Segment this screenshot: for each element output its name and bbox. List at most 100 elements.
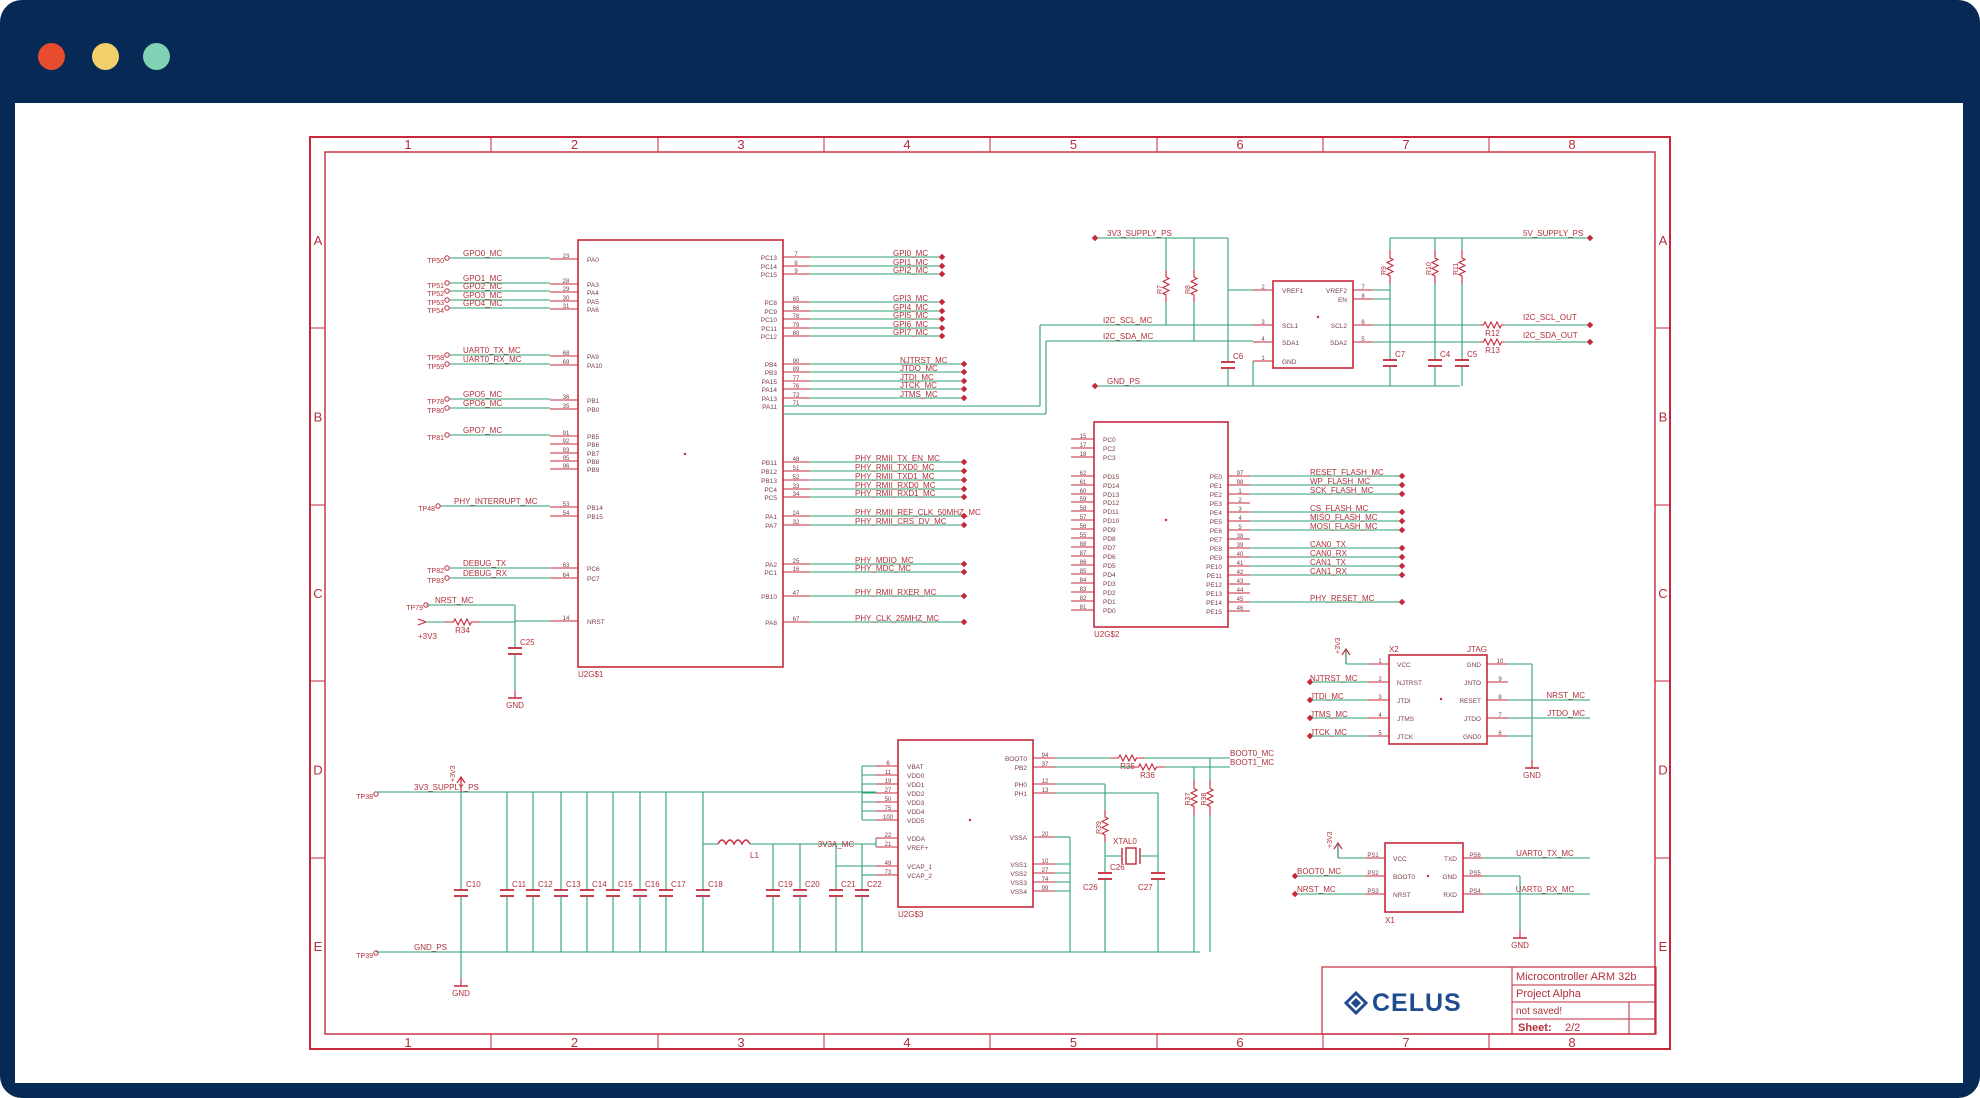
mcu-u2-pin: PD0 bbox=[1103, 608, 1116, 615]
sheet-row-label: E bbox=[1659, 939, 1668, 954]
test-point-icon bbox=[444, 575, 450, 581]
mcu-u1-pin-number: 7 bbox=[794, 252, 798, 258]
mcu-u2-pin-number: 87 bbox=[1080, 551, 1087, 557]
mcu-u1-pin: PA2 bbox=[765, 562, 777, 569]
mcu-u1-pin-number: 93 bbox=[563, 448, 570, 454]
net-label: JTDO_MC bbox=[1547, 709, 1585, 718]
net-label: UART0_TX_MC bbox=[463, 346, 521, 355]
mcu-u2-pin-number: 2 bbox=[1238, 498, 1242, 504]
sheet-column-label: 1 bbox=[404, 137, 411, 152]
mcu-u1-pin-number: 25 bbox=[793, 559, 800, 565]
port-icon bbox=[960, 568, 968, 576]
net-label: 5V_SUPPLY_PS bbox=[1523, 229, 1583, 238]
mcu-u1-pin-number: 51 bbox=[793, 466, 800, 472]
capacitor-label: C5 bbox=[1467, 350, 1478, 359]
jtag-pin: JNTO bbox=[1464, 680, 1481, 687]
mcu-u1-pin: PC13 bbox=[761, 255, 778, 262]
sheet-column-label: 5 bbox=[1070, 137, 1077, 152]
close-button[interactable] bbox=[38, 43, 65, 70]
title-block-status: not saved! bbox=[1516, 1006, 1562, 1017]
mcu-u3-pin-number: 13 bbox=[1042, 788, 1049, 794]
net-label: PHY_RMII_RXD0_MC bbox=[855, 481, 936, 490]
net-label: NRST_MC bbox=[435, 596, 474, 605]
net-label: BOOT0_MC bbox=[1297, 867, 1341, 876]
net-label: UART0_RX_MC bbox=[463, 355, 522, 364]
mcu-u2-pin: PE9 bbox=[1210, 555, 1223, 562]
port-icon bbox=[938, 324, 946, 332]
mcu-u2-pin: PD11 bbox=[1103, 509, 1119, 516]
net-label: CAN1_TX bbox=[1310, 558, 1347, 567]
net-label: I2C_SCL_OUT bbox=[1523, 313, 1577, 322]
mcu-u2-pin: PE15 bbox=[1206, 609, 1222, 616]
net-label: RESET_FLASH_MC bbox=[1310, 468, 1384, 477]
resistor-icon bbox=[1161, 270, 1171, 302]
port-icon bbox=[1398, 553, 1406, 561]
test-point-label: TP83 bbox=[427, 578, 444, 585]
port-icon bbox=[1398, 517, 1406, 525]
mcu-u1-pin-number: 16 bbox=[793, 567, 800, 573]
net-label: NRST_MC bbox=[1546, 691, 1585, 700]
uart-pin: BOOT0 bbox=[1393, 874, 1415, 881]
jtag-pin-number: 8 bbox=[1498, 695, 1502, 701]
mcu-u2-pin: PD6 bbox=[1103, 554, 1116, 561]
net-label: BOOT0_MC bbox=[1230, 749, 1274, 758]
mcu-u3-pin: VSSA bbox=[1010, 835, 1028, 842]
mcu-u2-pin-number: 81 bbox=[1080, 605, 1087, 611]
capacitor-label: C21 bbox=[841, 880, 856, 889]
mcu-u2-pin-number: 82 bbox=[1080, 596, 1087, 602]
resistor-label: R8 bbox=[1185, 285, 1192, 294]
net-label: PHY_MDIO_MC bbox=[855, 556, 914, 565]
sheet-column-label: 3 bbox=[737, 1035, 744, 1050]
capacitor-label: C17 bbox=[671, 880, 686, 889]
mcu-u2-pin-number: 57 bbox=[1080, 515, 1087, 521]
i2c-pin-number: 8 bbox=[1361, 294, 1365, 300]
mcu-u1-block bbox=[577, 239, 784, 668]
net-label: JTCK_MC bbox=[900, 381, 937, 390]
port-icon bbox=[1398, 544, 1406, 552]
net-label: JTMS_MC bbox=[1310, 710, 1348, 719]
sheet-column-label: 8 bbox=[1568, 137, 1575, 152]
mcu-u3-pin-number: 27 bbox=[885, 788, 892, 794]
mcu-u3-pin-number: 20 bbox=[1042, 832, 1049, 838]
port-icon bbox=[960, 385, 968, 393]
jtag-pin: JTDI bbox=[1397, 698, 1411, 705]
test-point-icon bbox=[444, 280, 450, 286]
jtag-pin-number: 10 bbox=[1497, 659, 1504, 665]
minimize-button[interactable] bbox=[92, 43, 119, 70]
port-icon bbox=[960, 493, 968, 501]
mcu-u2-pin: PE5 bbox=[1210, 519, 1223, 526]
mcu-u1-pin: PC4 bbox=[764, 487, 777, 494]
mcu-u2-pin: PC3 bbox=[1103, 455, 1116, 462]
mcu-u2-pin: PC2 bbox=[1103, 446, 1116, 453]
jtag-pin-number: 1 bbox=[1378, 659, 1382, 665]
origin-mark bbox=[1439, 697, 1443, 701]
port-icon bbox=[1306, 714, 1314, 722]
port-icon bbox=[960, 476, 968, 484]
sheet-row-label: A bbox=[314, 233, 323, 248]
mcu-u1-pin-number: 32 bbox=[793, 520, 800, 526]
net-label: BOOT1_MC bbox=[1230, 758, 1274, 767]
test-point-label: TP53 bbox=[427, 300, 444, 307]
mcu-u1-pin: PC10 bbox=[761, 317, 778, 324]
port-icon bbox=[960, 377, 968, 385]
capacitor-label: C20 bbox=[805, 880, 820, 889]
port-icon bbox=[1091, 382, 1099, 390]
mcu-u2-pin-number: 46 bbox=[1237, 606, 1244, 612]
mcu-u1-pin-number: 52 bbox=[793, 475, 800, 481]
mcu-u1-pin-number: 66 bbox=[793, 306, 800, 312]
mcu-u1-pin-number: 65 bbox=[793, 297, 800, 303]
sheet-column-label: 1 bbox=[404, 1035, 411, 1050]
mcu-u2-pin: PD15 bbox=[1103, 474, 1120, 481]
mcu-u1-pin: PA5 bbox=[587, 299, 599, 306]
mcu-u1-pin-number: 80 bbox=[793, 331, 800, 337]
mcu-u3-pin: VCAP_1 bbox=[907, 864, 932, 871]
net-label: PHY_RMII_CRS_DV_MC bbox=[855, 517, 947, 526]
maximize-button[interactable] bbox=[143, 43, 170, 70]
mcu-u2-pin: PE10 bbox=[1206, 564, 1222, 571]
test-point-icon bbox=[444, 432, 450, 438]
mcu-u2-pin: PD8 bbox=[1103, 536, 1116, 543]
net-label: GPO4_MC bbox=[463, 299, 502, 308]
net-label: I2C_SCL_MC bbox=[1103, 316, 1153, 325]
resistor-icon bbox=[1457, 250, 1467, 284]
